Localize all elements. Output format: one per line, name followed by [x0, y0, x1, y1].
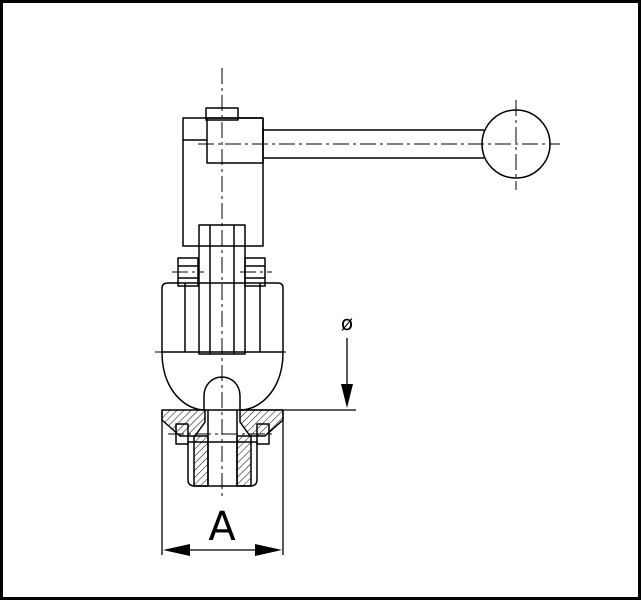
dimension-diameter — [240, 338, 356, 411]
dimension-diameter-label: ø — [341, 311, 353, 335]
valve-body — [161, 282, 284, 411]
dimension-a-label: A — [208, 504, 236, 550]
lever-arm — [263, 129, 484, 159]
dimension-a — [161, 410, 284, 556]
outlet-pipe — [187, 410, 258, 487]
